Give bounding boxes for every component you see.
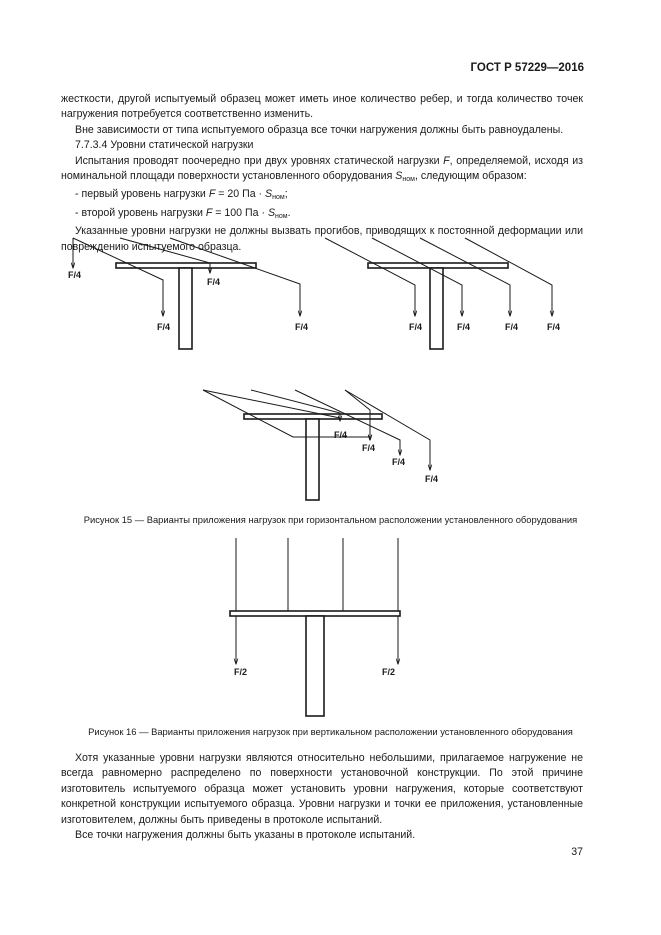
- paragraph-3: Испытания проводят поочередно при двух у…: [61, 154, 583, 184]
- svg-text:F/2: F/2: [382, 667, 395, 677]
- svg-text:F/4: F/4: [157, 322, 170, 332]
- figure-15-variant-3: [202, 389, 430, 501]
- svg-text:F/4: F/4: [457, 322, 470, 332]
- svg-text:F/4: F/4: [362, 443, 375, 453]
- figure-16-load-labels: F/2 F/2: [234, 667, 395, 677]
- list-item-level-1: - первый уровень нагрузки F = 20 Па · Sн…: [75, 188, 288, 202]
- figure-15-variant-1: [73, 237, 300, 350]
- svg-text:F/4: F/4: [68, 270, 81, 280]
- svg-text:F/4: F/4: [505, 322, 518, 332]
- svg-text:F/4: F/4: [334, 430, 347, 440]
- figure-16-caption: Рисунок 16 — Варианты приложения нагрузо…: [88, 726, 573, 737]
- svg-text:F/4: F/4: [425, 474, 438, 484]
- figure-16: F/2 F/2: [229, 538, 401, 717]
- svg-text:F/4: F/4: [295, 322, 308, 332]
- list-item-level-2: - второй уровень нагрузки F = 100 Па · S…: [75, 206, 291, 220]
- paragraph-5: Хотя указанные уровни нагрузки являются …: [61, 752, 583, 826]
- section-heading: 7.7.3.4 Уровни статической нагрузки: [75, 139, 254, 152]
- body-text-top: жесткости, другой испытуемый образец мож…: [61, 92, 583, 255]
- figure-15-caption: Рисунок 15 — Варианты приложения нагрузо…: [83, 514, 578, 525]
- body-text-bottom: Хотя указанные уровни нагрузки являются …: [61, 751, 583, 843]
- svg-text:F/2: F/2: [234, 667, 247, 677]
- figure-15-load-labels: F/4 F/4 F/4 F/4 F/4 F/4 F/4 F/4 F/4 F/4 …: [68, 270, 560, 484]
- svg-text:F/4: F/4: [207, 277, 220, 287]
- svg-text:F/4: F/4: [547, 322, 560, 332]
- paragraph-6: Все точки нагружения должны быть указаны…: [75, 829, 416, 842]
- figure-15-variant-2: [324, 237, 552, 350]
- svg-text:F/4: F/4: [392, 457, 405, 467]
- document-header: ГОСТ Р 57229—2016: [470, 62, 584, 74]
- svg-text:F/4: F/4: [409, 322, 422, 332]
- paragraph-2: Вне зависимости от типа испытуемого обра…: [75, 123, 564, 136]
- paragraph-1: жесткости, другой испытуемый образец мож…: [61, 93, 583, 121]
- figure-15: F/4 F/4 F/4 F/4 F/4 F/4 F/4 F/4 F/4 F/4 …: [68, 237, 560, 501]
- page-number: 37: [571, 846, 583, 858]
